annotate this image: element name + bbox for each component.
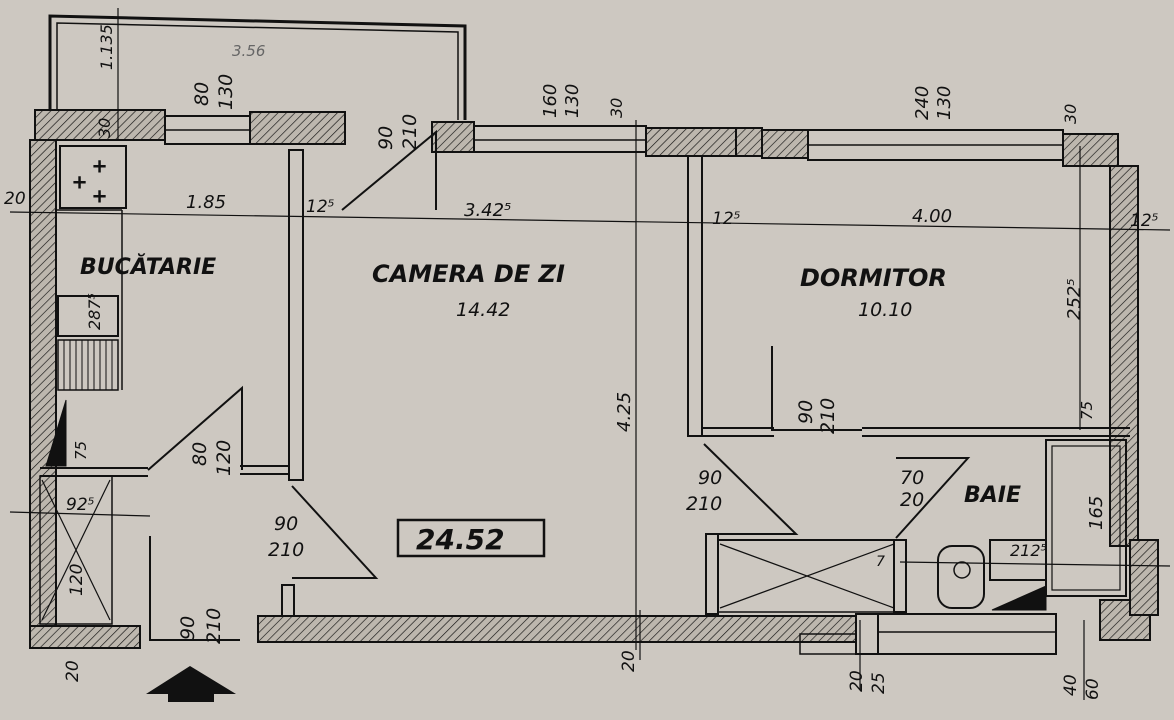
svg-text:+: + (72, 172, 87, 193)
bathroom-fixtures (937, 439, 1127, 611)
dimension-bedroom-depth: 252⁵ (1064, 278, 1085, 320)
dimension-bottom-40: 40 (1061, 674, 1081, 696)
svg-text:+: + (92, 186, 107, 207)
interior-walls (39, 149, 1130, 625)
room-area-dormitor: 10.10 (858, 299, 912, 321)
dimension-door-balcony-h: 210 (399, 114, 421, 150)
dimension-hall-door-h: 210 (686, 493, 722, 515)
dimension-bottom-25: 25 (869, 672, 889, 694)
dimension-wall-125b: 12⁵ (712, 209, 741, 229)
stove (59, 145, 127, 209)
kitchen-fixtures: + + + (45, 145, 127, 467)
dimension-kitchen-door-h: 120 (213, 440, 235, 476)
dimension-bottom-20a: 20 (63, 660, 83, 682)
dimension-entry-door-w: 90 (177, 616, 199, 640)
dimension-top-30a: 30 (95, 118, 114, 138)
dimension-living-door-h: 210 (268, 539, 304, 561)
dimension-win2-h: 130 (562, 84, 583, 118)
dimension-bottom-60: 60 (1083, 678, 1103, 700)
dimension-labels: 1.135 30 80 130 90 210 160 130 30 240 13… (4, 24, 1159, 700)
dimension-right-125: 12⁵ (1130, 211, 1159, 231)
room-area-camera-de-zi: 14.42 (456, 299, 510, 321)
balcony-note: 3.56 (232, 42, 265, 60)
dimension-win1-h: 130 (215, 74, 237, 110)
dimension-bath-165: 165 (1086, 496, 1107, 530)
dimension-win1-w: 80 (191, 82, 213, 106)
dimension-bedroom-door-w: 90 (795, 400, 817, 424)
exterior-walls (29, 109, 1159, 655)
dimension-bedroom-w: 4.00 (912, 206, 952, 227)
dimension-left-120: 120 (67, 564, 87, 596)
total-area: 24.52 (416, 523, 505, 556)
dimension-bedroom-door-h: 210 (817, 398, 839, 434)
dimension-kitchen-door-w: 80 (189, 442, 211, 466)
dimension-win2-w: 160 (540, 84, 561, 118)
dimension-kitchen-2875: 287⁵ (85, 293, 104, 330)
dimension-win3-w: 240 (912, 86, 933, 120)
dimension-kitchen-w: 1.85 (186, 192, 226, 213)
dimension-left-20: 20 (4, 189, 26, 209)
dimension-living-depth: 4.25 (614, 392, 635, 432)
sink (57, 295, 119, 337)
dimension-bottom-20c: 20 (847, 670, 867, 692)
dimension-bottom-20b: 20 (619, 650, 639, 672)
dimension-bath-75: 75 (1078, 401, 1096, 420)
dimension-entry-door-h: 210 (203, 608, 225, 644)
dimension-left-925: 92⁵ (66, 495, 95, 515)
dimension-left-75: 75 (72, 441, 90, 460)
dimension-door-balcony-w: 90 (375, 126, 397, 150)
svg-text:+: + (92, 156, 107, 177)
dimension-bath-door-w: 70 (900, 467, 924, 489)
entrance-arrow-icon (146, 666, 236, 702)
dimension-hall-door-w: 90 (698, 467, 722, 489)
balcony: 3.56 (48, 14, 467, 120)
dimension-bath-2125: 212⁵ (1010, 541, 1047, 560)
dimension-wall-125a: 12⁵ (306, 197, 335, 217)
dimension-win3-h: 130 (934, 86, 955, 120)
room-name-dormitor: DORMITOR (800, 264, 947, 292)
dimension-top-1135: 1.135 (97, 24, 116, 70)
room-name-camera-de-zi: CAMERA DE ZI (372, 260, 565, 288)
dimension-living-door-w: 90 (274, 513, 298, 535)
bathtub (1045, 439, 1127, 597)
dimension-living-w: 3.42⁵ (464, 200, 511, 221)
room-name-bucatarie: BUCĂTARIE (80, 254, 216, 280)
room-name-baie: BAIE (964, 483, 1021, 508)
dimension-bath-door-h: 20 (900, 489, 924, 511)
total-area-box (396, 518, 546, 558)
door-swings (147, 129, 971, 641)
toilet (937, 545, 985, 609)
dimension-top-30c: 30 (1061, 104, 1080, 124)
dimension-bath-7: 7 (876, 554, 885, 570)
bath-sink (989, 539, 1047, 581)
dimension-top-30b: 30 (607, 98, 626, 118)
dimension-lines (9, 8, 1171, 700)
